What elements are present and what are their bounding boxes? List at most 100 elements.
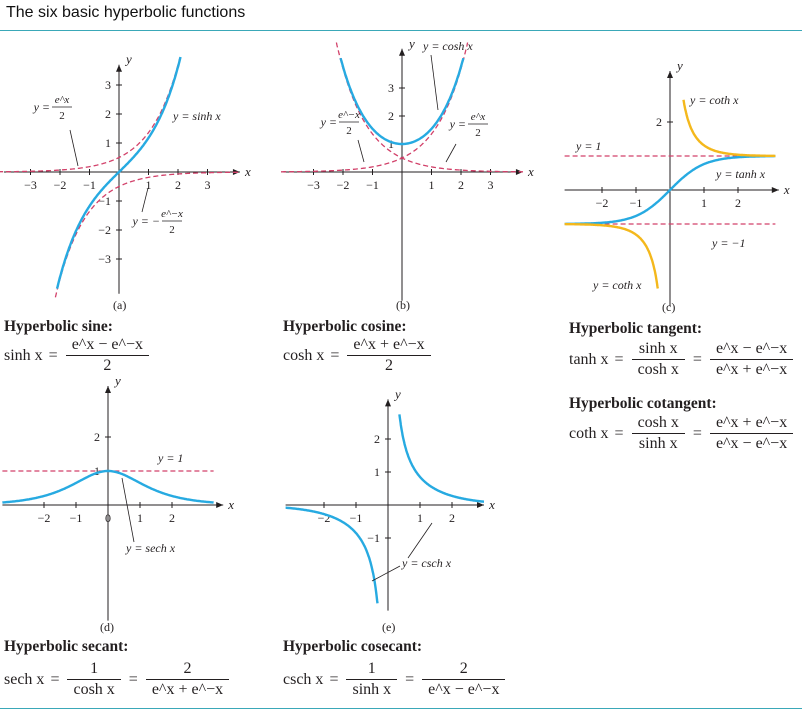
series-label-numerator: e^x <box>471 111 486 123</box>
x-tick-label-d: −2 <box>38 511 51 525</box>
x-tick-label-b: −2 <box>337 178 350 192</box>
formula-numerator: 2 <box>459 660 468 677</box>
bottom-rule <box>0 708 802 709</box>
y-axis-arrow-b <box>399 48 405 56</box>
formula-lhs: coth x <box>569 424 609 442</box>
leader-line <box>69 129 79 167</box>
series-label-denominator: 2 <box>346 125 352 137</box>
series-label-coth-bottom: y = coth x <box>592 278 642 292</box>
formula-lhs: cosh x <box>283 346 325 364</box>
x-axis-label-a: x <box>244 164 251 179</box>
heading-coth: Hyperbolic cotangent: <box>569 395 717 412</box>
formula-lhs: csch x <box>283 670 324 688</box>
x-tick-label-e: 1 <box>417 511 423 525</box>
formula-denominator: sinh x <box>631 433 685 453</box>
caption-b: (b) <box>396 298 410 312</box>
series-sech <box>2 469 214 504</box>
x-tick-label-a: 3 <box>205 178 211 192</box>
y-tick-label-e: 2 <box>374 432 380 446</box>
x-tick-label-d: 0 <box>105 511 111 525</box>
x-tick-label-e: 2 <box>449 511 455 525</box>
x-tick-label-c: −2 <box>596 196 609 210</box>
x-axis-arrow-d <box>216 502 224 508</box>
y-tick-label-b: 3 <box>388 81 394 95</box>
series-label-prefix: y = − <box>131 214 160 228</box>
formula-denominator: 2 <box>347 355 431 375</box>
leader-line <box>357 139 365 163</box>
series-sinh <box>55 56 182 289</box>
x-axis-label-c: x <box>783 182 790 197</box>
heading-csch: Hyperbolic cosecant: <box>283 638 423 655</box>
page-title: The six basic hyperbolic functions <box>6 4 246 21</box>
series-label-denominator: 2 <box>169 224 175 236</box>
formula-denominator: sinh x <box>346 679 398 699</box>
x-tick-label-d: 1 <box>137 511 143 525</box>
x-axis-label-e: x <box>488 497 495 512</box>
y-tick-label-e: −1 <box>367 531 380 545</box>
y-axis-arrow-a <box>116 64 122 72</box>
y-tick-label-d: 1 <box>94 464 100 478</box>
leader-line <box>121 477 135 543</box>
series-csch-right <box>398 414 485 503</box>
formula-numerator: sinh x <box>638 340 678 357</box>
series-label-neg-expneg-half: y = −e^−x2 <box>131 208 183 236</box>
series-label-tanh: y = tanh x <box>715 167 766 181</box>
x-tick-label-c: 2 <box>735 196 741 210</box>
y-axis-label-a: y <box>124 52 132 67</box>
formula-denominator: e^x − e^−x <box>709 433 794 453</box>
formula-denominator: e^x + e^−x <box>709 359 794 379</box>
y-axis-arrow-e <box>385 399 391 407</box>
series-label-y-equals-1: y = 1 <box>575 139 601 153</box>
series-exp-half <box>281 42 469 173</box>
caption-a: (a) <box>113 298 127 312</box>
x-tick-label-b: 2 <box>458 178 464 192</box>
series-label-prefix: y = <box>33 100 50 114</box>
series-coth-left <box>564 222 659 289</box>
series-exp-half <box>0 57 181 173</box>
x-tick-label-a: −3 <box>24 178 37 192</box>
x-axis-arrow-e <box>477 502 484 508</box>
series-label-denominator: 2 <box>475 127 481 139</box>
x-tick-label-e: −1 <box>350 511 363 525</box>
formula-numerator: 1 <box>90 660 99 677</box>
y-tick-label-c: 2 <box>656 115 662 129</box>
series-label-y-equals-neg1: y = −1 <box>711 236 746 250</box>
leader-line <box>445 143 457 163</box>
y-axis-label-d: y <box>113 373 121 388</box>
x-axis-label-b: x <box>527 164 534 179</box>
x-tick-label-a: −1 <box>83 178 96 192</box>
formula-denominator: cosh x <box>631 359 685 379</box>
formula-lhs: sech x <box>4 670 45 688</box>
formula-numerator: 1 <box>367 660 376 677</box>
y-axis-arrow-c <box>667 71 673 78</box>
top-rule <box>0 30 802 31</box>
y-tick-label-a: −3 <box>98 252 111 266</box>
series-label-prefix: y = <box>449 117 466 131</box>
series-coth-right <box>682 99 776 158</box>
series-label-expneg-half: y =e^−x2 <box>320 109 360 137</box>
y-tick-label-b: 1 <box>388 137 394 151</box>
series-label-numerator: e^−x <box>338 109 360 121</box>
formula-denominator: e^x + e^−x <box>145 679 230 699</box>
formula-denominator: e^x − e^−x <box>422 679 506 699</box>
series-label-numerator: e^x <box>55 94 70 106</box>
y-tick-label-a: 1 <box>105 136 111 150</box>
y-tick-label-a: 2 <box>105 107 111 121</box>
x-axis-arrow-c <box>771 187 779 193</box>
series-label-cosh: y = cosh x <box>422 39 473 53</box>
y-tick-label-a: −1 <box>98 194 111 208</box>
caption-d: (d) <box>100 620 114 634</box>
x-tick-label-d: 2 <box>169 511 175 525</box>
series-tanh <box>564 154 776 226</box>
formula-lhs: sinh x <box>4 346 43 364</box>
series-label-csch: y = csch x <box>401 556 452 570</box>
x-tick-label-b: 3 <box>488 178 494 192</box>
y-axis-label-c: y <box>675 58 683 73</box>
y-tick-label-b: 2 <box>388 109 394 123</box>
